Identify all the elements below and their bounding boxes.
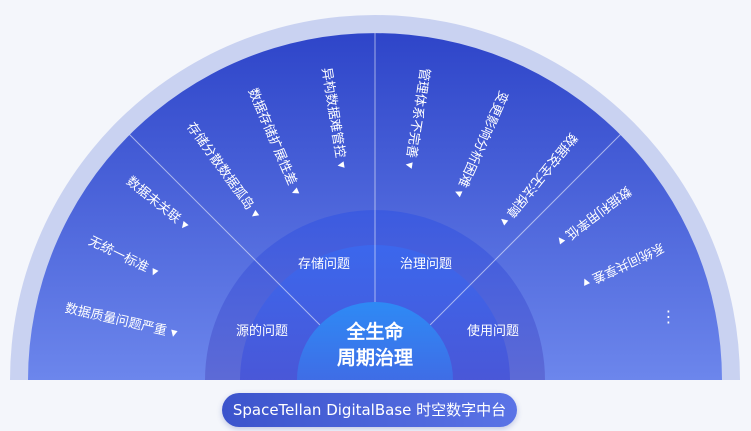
problem-label-12: ⋮ (660, 307, 676, 326)
category-label-governance: 治理问题 (400, 257, 452, 272)
sector-divider-3 (429, 134, 621, 326)
sector-dividers (129, 33, 621, 326)
category-label-usage: 使用问题 (467, 323, 519, 339)
center-title-line1: 全生命 (345, 320, 404, 343)
center-title-line2: 周期治理 (337, 346, 413, 369)
category-label-storage: 存储问题 (298, 257, 350, 272)
platform-name-badge: SpaceTellan DigitalBase 时空数字中台 (222, 393, 517, 427)
category-label-source: 源的问题 (236, 323, 288, 339)
sector-divider-1 (129, 134, 321, 326)
center-circle (297, 302, 453, 380)
